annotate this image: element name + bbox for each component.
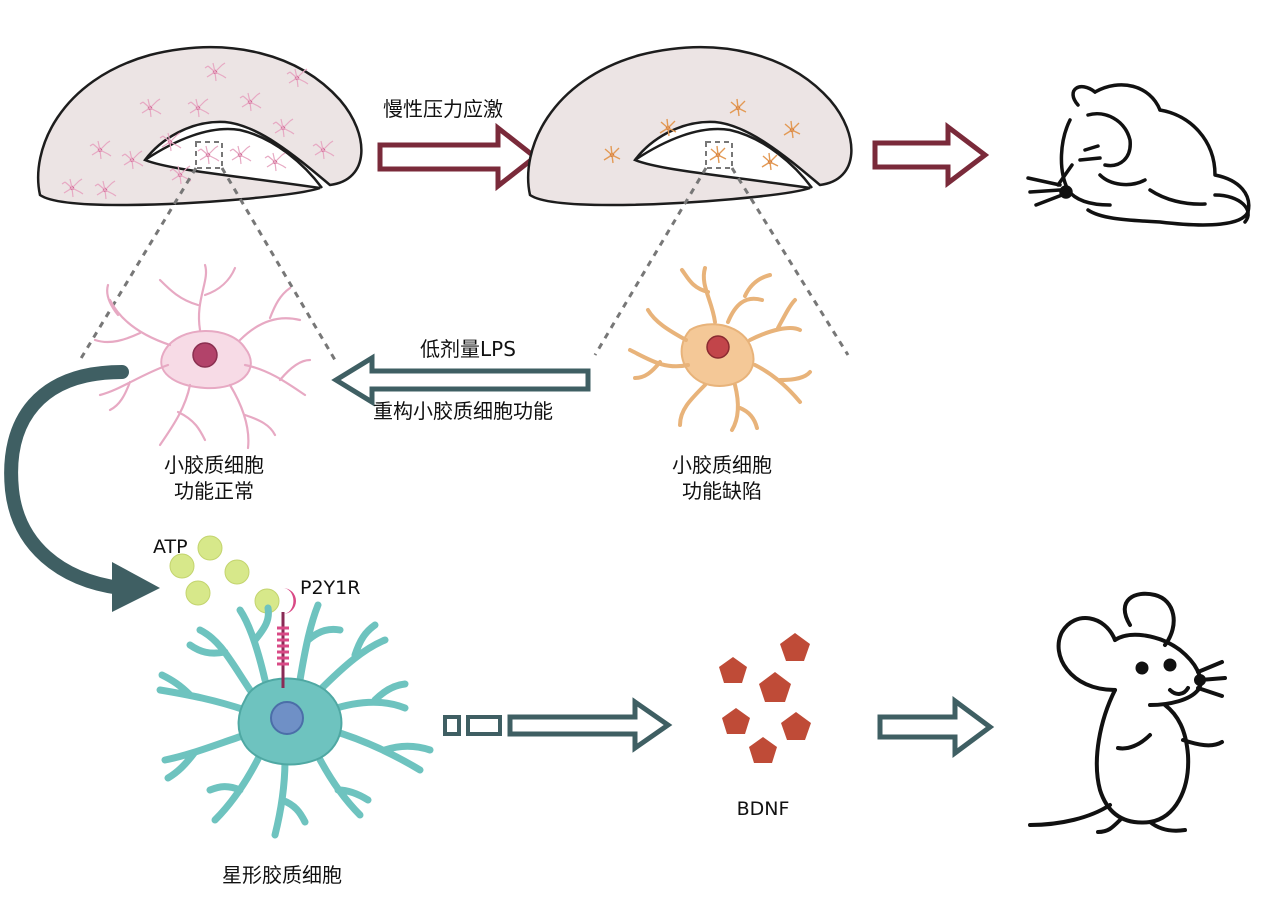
hippocampus-stressed xyxy=(526,45,853,207)
bdnf-label: BDNF xyxy=(736,798,790,820)
astrocyte-label: 星形胶质细胞 xyxy=(222,863,342,887)
chronic-stress-label: 慢性压力应激 xyxy=(383,97,503,121)
curved-arrow-to-astrocyte xyxy=(4,365,160,612)
bdnf-molecules xyxy=(719,633,811,763)
hippocampus-normal xyxy=(36,45,363,207)
depressed-mouse xyxy=(1026,83,1251,227)
atp-molecules xyxy=(169,535,280,614)
healthy-mouse xyxy=(1028,591,1227,834)
rebuild-microglia-label: 重构小胶质细胞功能 xyxy=(373,399,553,423)
microglia-defect-label-line2: 功能缺陷 xyxy=(682,479,762,503)
bdnf-outcome-arrow xyxy=(877,696,995,758)
astrocyte-cell xyxy=(156,601,434,839)
microglia-normal-label-line1: 小胶质细胞 xyxy=(164,453,264,477)
microglia-normal-cell xyxy=(93,263,312,450)
microglia-defect-label-line1: 小胶质细胞 xyxy=(672,453,772,477)
stress-outcome-arrow xyxy=(872,121,990,189)
p2y1r-label: P2Y1R xyxy=(300,577,361,599)
microglia-defect-cell xyxy=(628,266,812,432)
atp-label: ATP xyxy=(153,536,188,558)
chronic-stress-arrow xyxy=(377,122,540,192)
astrocyte-to-bdnf-arrow xyxy=(443,697,673,753)
p2y1r-receptor xyxy=(277,588,296,688)
lps-rescue-arrow xyxy=(331,353,591,407)
low-dose-lps-label: 低剂量LPS xyxy=(420,337,516,361)
zoom-lines xyxy=(78,167,850,361)
microglia-normal-label-line2: 功能正常 xyxy=(174,479,254,503)
